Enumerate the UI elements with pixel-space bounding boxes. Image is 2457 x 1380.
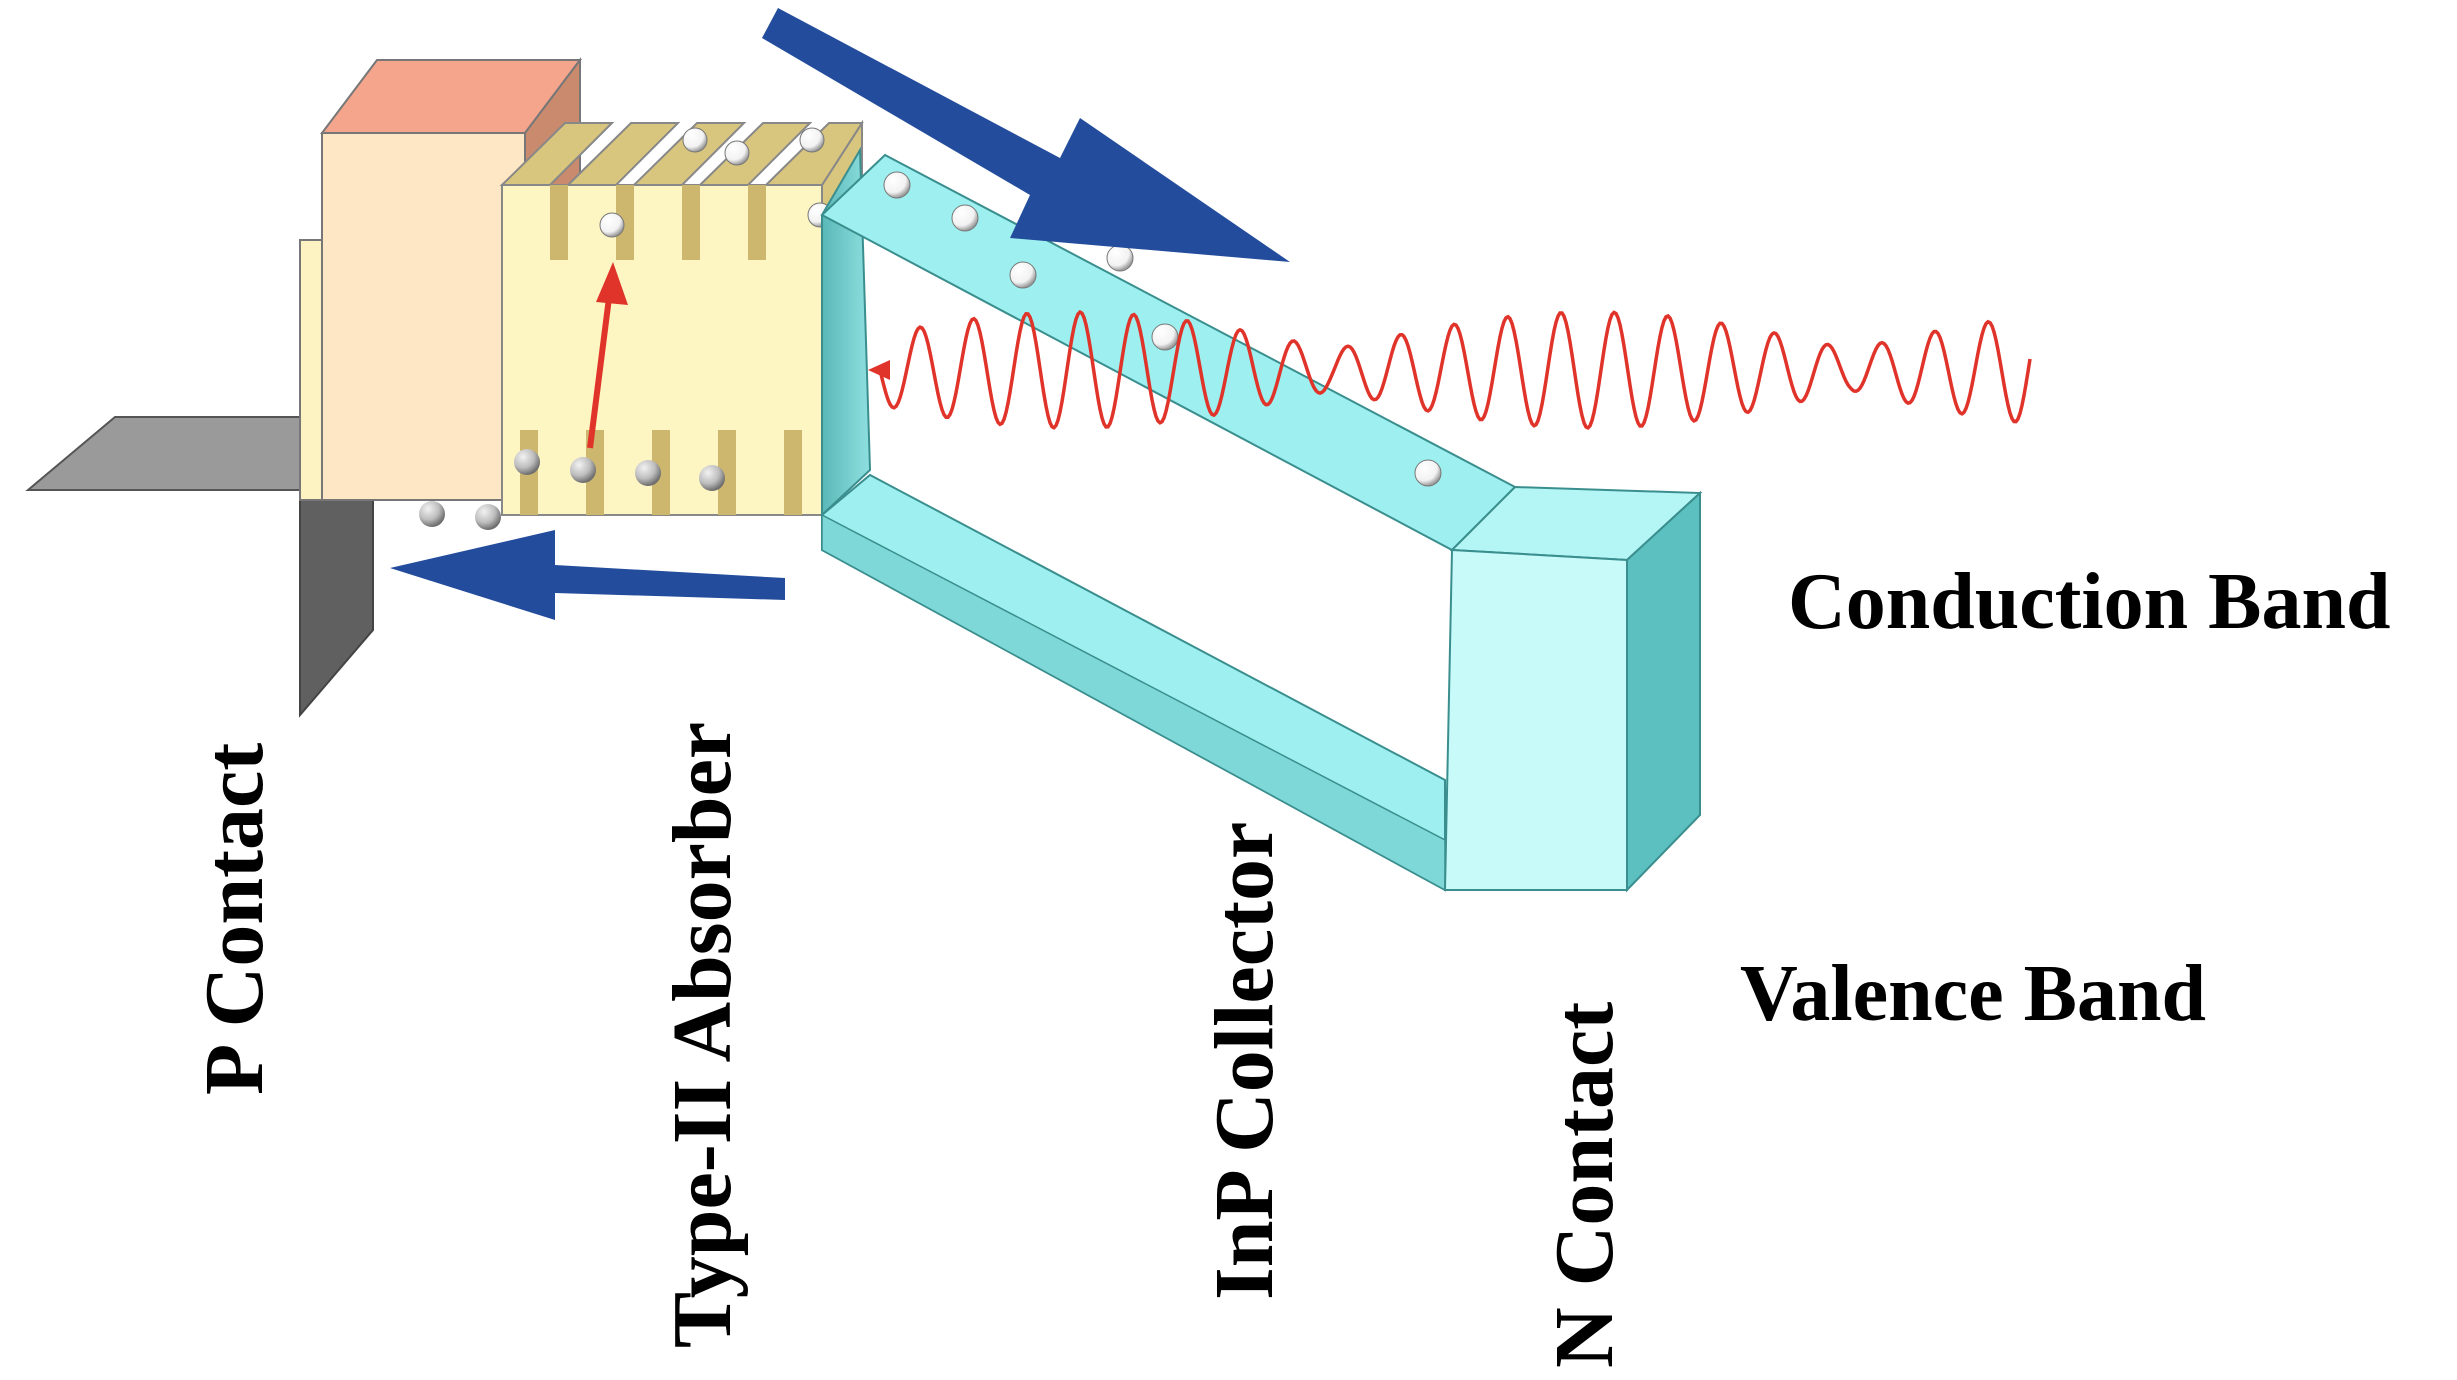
hole [475,504,501,530]
electron [1414,459,1442,487]
electron [1106,244,1134,272]
p-contact-label: P Contact [188,743,281,1095]
valence-band-label: Valence Band [1740,950,2206,1038]
hole-particles [419,449,725,530]
photon-wave-arrowhead [868,360,890,380]
hole [635,460,661,486]
n-contact-label: N Contact [1538,1002,1631,1368]
photon-wave-path [878,309,2032,431]
hole [514,449,540,475]
p-contact-metal-lead [25,416,374,718]
electron-flow-arrow [762,8,1290,262]
excitation-arrow [587,262,628,449]
electron [799,127,825,153]
hole [699,465,725,491]
inp-collector-label: InP Collector [1198,822,1291,1300]
electron [951,204,979,232]
hole [570,457,596,483]
electron [724,140,750,166]
hole [419,501,445,527]
photon-wave [868,309,2032,431]
collector-electrons [883,171,1442,487]
hole-flow-arrow [390,530,785,620]
n-contact-block [1443,485,1703,893]
type-ii-absorber-label: Type-II Absorber [656,722,749,1348]
electron [1009,261,1037,289]
electron [682,127,708,153]
conduction-band-label: Conduction Band [1788,558,2390,646]
electron [1151,323,1179,351]
electron [599,212,625,238]
electron [883,171,911,199]
inp-collector [820,146,1517,892]
